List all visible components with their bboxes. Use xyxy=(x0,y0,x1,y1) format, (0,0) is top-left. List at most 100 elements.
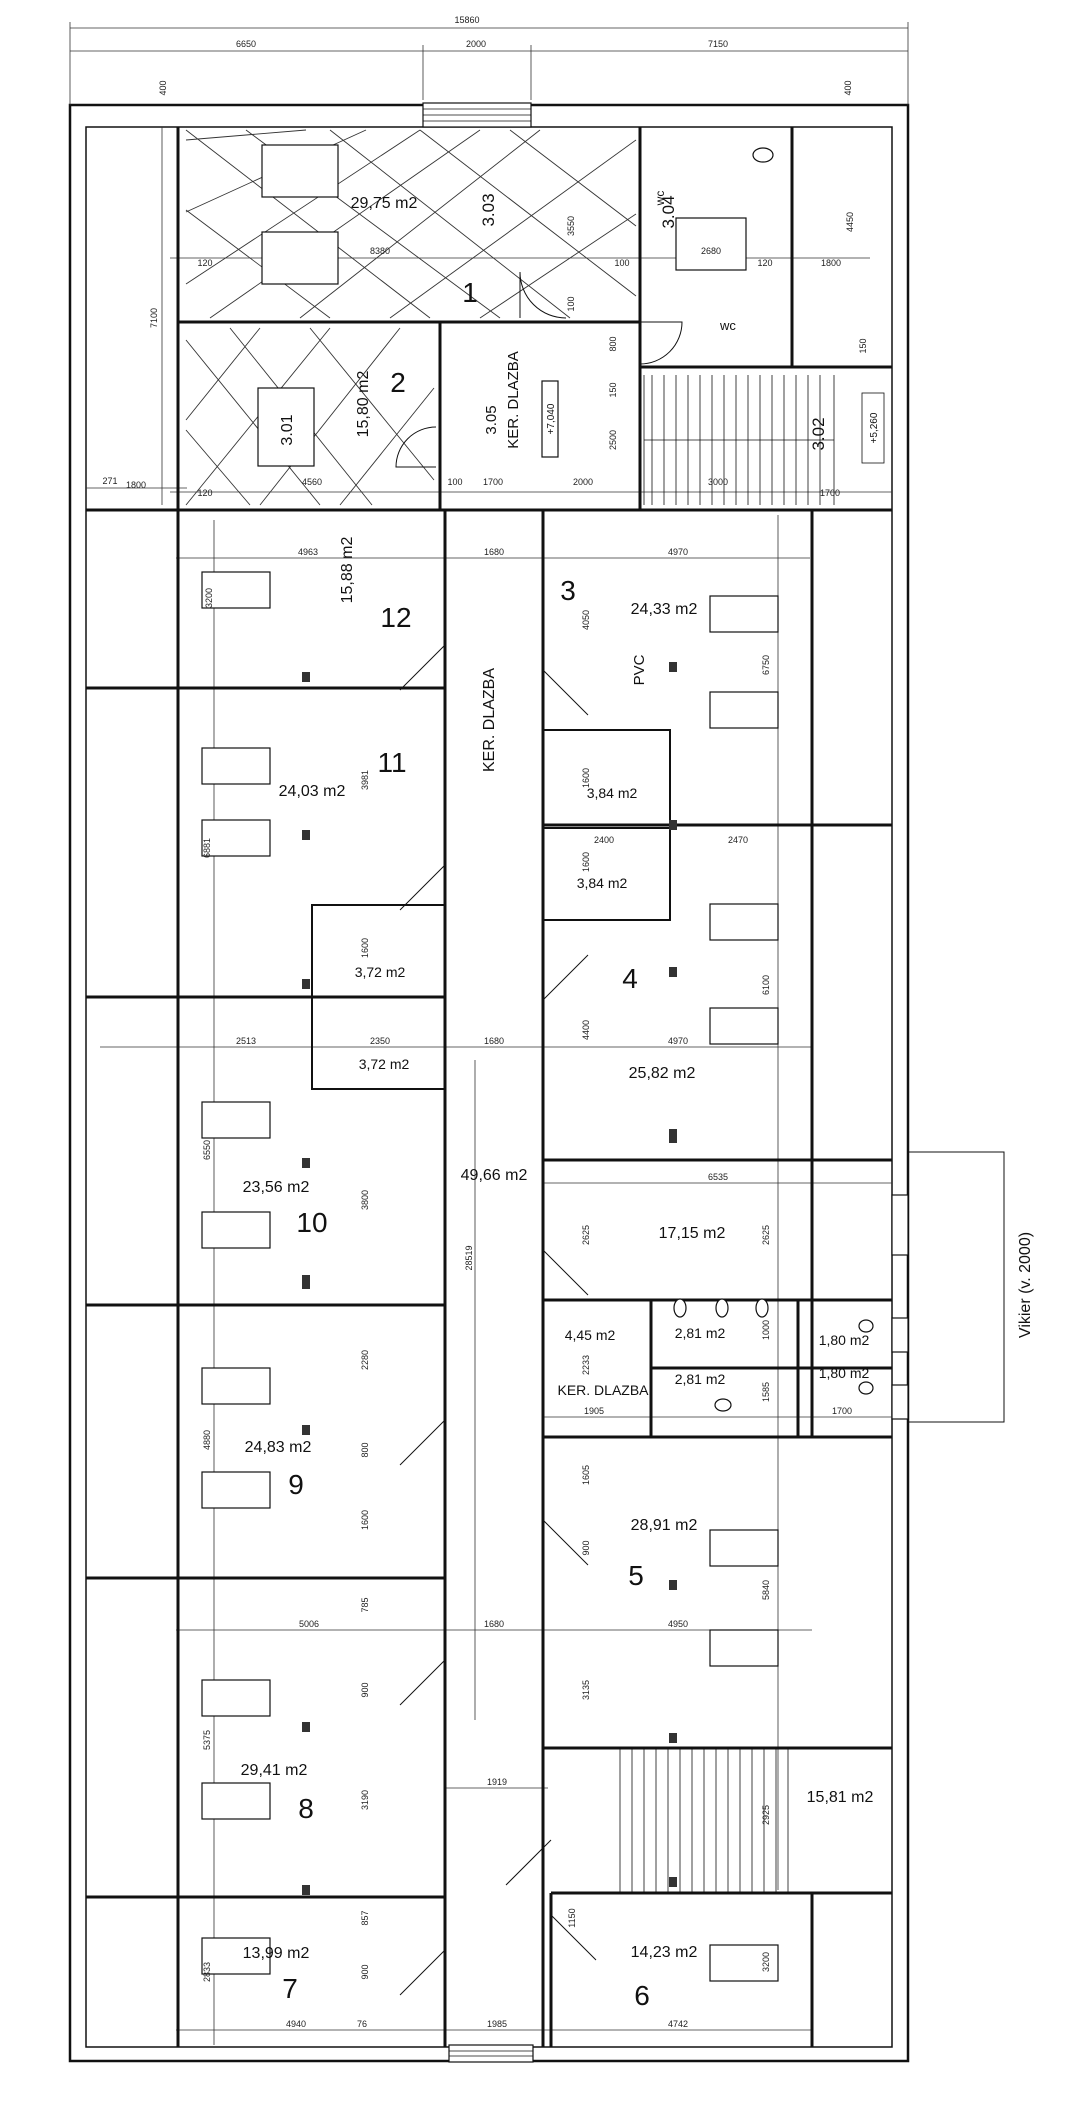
dim-upper-9: 4560 xyxy=(302,477,322,487)
dim-corridor-4: 1919 xyxy=(487,1777,507,1787)
room-4-area: 25,82 m2 xyxy=(629,1065,696,1082)
stair-room-code: 3.02 xyxy=(809,417,828,450)
dim-corridor-1: 1680 xyxy=(484,547,504,557)
dim-left-rooms-17: 900 xyxy=(360,1682,370,1697)
room-3-floor: PVC xyxy=(631,654,648,685)
room-10-area: 23,56 m2 xyxy=(243,1179,310,1196)
dim-left-rooms-12: 800 xyxy=(360,1442,370,1457)
room-1-number: 1 xyxy=(462,277,478,308)
room-2-number: 2 xyxy=(390,367,406,398)
dim-total: 15860 xyxy=(454,15,479,25)
dim-left-rooms-19: 2833 xyxy=(202,1962,212,1982)
dim-left-rooms-22: 4940 xyxy=(286,2019,306,2029)
tile-pattern xyxy=(185,129,637,506)
dim-left-2: 271 xyxy=(102,476,117,486)
room-4-number: 4 xyxy=(622,963,638,994)
dim-left-rooms-18: 3190 xyxy=(360,1790,370,1810)
dim-top-3: 7150 xyxy=(708,39,728,49)
room-3-number: 3 xyxy=(560,575,576,606)
dim-right-rooms-2: 4970 xyxy=(668,547,688,557)
dim-left-rooms-1: 4963 xyxy=(298,547,318,557)
room-1-area: 29,75 m2 xyxy=(351,195,418,212)
closet-11-area: 3,72 m2 xyxy=(355,964,406,980)
dimension-texts: 15860 6650 2000 7150 400 400 7100 271 18… xyxy=(102,15,868,2029)
dim-upper-7: 1800 xyxy=(821,258,841,268)
dim-right-rooms-3: 6750 xyxy=(761,655,771,675)
dim-right-rooms-14: 2233 xyxy=(581,1355,591,1375)
dim-wall-left: 400 xyxy=(158,80,168,95)
dim-right-rooms-12: 2625 xyxy=(581,1225,591,1245)
room-1-code: 3.03 xyxy=(479,193,498,226)
dim-upper-18: 150 xyxy=(608,382,618,397)
dim-upper-12: 1700 xyxy=(483,477,503,487)
dim-right-rooms-20: 900 xyxy=(581,1540,591,1555)
dim-left-rooms-21: 900 xyxy=(360,1964,370,1979)
dim-right-rooms-7: 1600 xyxy=(581,852,591,872)
dim-left-rooms-8: 6550 xyxy=(202,1140,212,1160)
dim-right-rooms-18: 1700 xyxy=(832,1406,852,1416)
wc-a-area: 2,81 m2 xyxy=(675,1325,726,1341)
dim-left-rooms-23: 76 xyxy=(357,2019,367,2029)
dim-upper-13: 2000 xyxy=(573,477,593,487)
annotation-bracket xyxy=(908,1151,1005,1423)
room-labels: 1 29,75 m2 3.03 2 15,80 m2 3.01 3.04 wc … xyxy=(241,191,880,2011)
room-2-area: 15,80 m2 xyxy=(355,371,372,438)
room-8-number: 8 xyxy=(298,1793,314,1824)
room-10-number: 10 xyxy=(296,1207,327,1238)
dim-left-1: 7100 xyxy=(149,308,159,328)
dim-right-rooms-26: 4742 xyxy=(668,2019,688,2029)
dim-right-rooms-23: 3135 xyxy=(581,1680,591,1700)
dim-left-3: 1800 xyxy=(126,480,146,490)
dim-upper-2: 3550 xyxy=(566,216,576,236)
dim-right-rooms-27: 3200 xyxy=(761,1952,771,1972)
dim-upper-15: 1700 xyxy=(820,488,840,498)
wc-lobby-area: 4,45 m2 xyxy=(565,1327,616,1343)
hall-area: 17,15 m2 xyxy=(659,1225,726,1242)
dim-top-1: 6650 xyxy=(236,39,256,49)
furniture xyxy=(201,217,779,1982)
dim-left-rooms-10: 2280 xyxy=(360,1350,370,1370)
annotation-text: Vikier (v. 2000) xyxy=(1017,1232,1034,1338)
closets xyxy=(311,729,671,1090)
dim-left-rooms-9: 3800 xyxy=(360,1190,370,1210)
dim-upper-19: 2500 xyxy=(608,430,618,450)
dim-upper-5: 2680 xyxy=(701,246,721,256)
dim-right-rooms-16: 1905 xyxy=(584,1406,604,1416)
dim-right-rooms-19: 1605 xyxy=(581,1465,591,1485)
dim-right-rooms-1: 4050 xyxy=(581,610,591,630)
dim-right-rooms-13: 2625 xyxy=(761,1225,771,1245)
dim-left-rooms-6: 2513 xyxy=(236,1036,256,1046)
room-11-area: 24,03 m2 xyxy=(279,783,346,800)
corridor-floor: KER. DLAZBA xyxy=(481,668,498,772)
dim-left-rooms-16: 5375 xyxy=(202,1730,212,1750)
dim-right-rooms-24: 2925 xyxy=(761,1805,771,1825)
stairs xyxy=(619,375,885,1893)
dim-right-rooms-4: 1600 xyxy=(581,768,591,788)
dim-corridor-3: 1680 xyxy=(484,1619,504,1629)
room-7-number: 7 xyxy=(282,1973,298,2004)
wc-label-a: wc xyxy=(653,191,667,207)
stairs-south-area: 15,81 m2 xyxy=(807,1789,874,1806)
dim-right-rooms-25: 1150 xyxy=(567,1908,577,1927)
dim-upper-11: 100 xyxy=(447,477,462,487)
dim-upper-20: 150 xyxy=(858,338,868,353)
dim-right-rooms-22: 5840 xyxy=(761,1580,771,1600)
dim-corridor-6: 28519 xyxy=(464,1245,474,1270)
dim-left-rooms-4: 3981 xyxy=(360,770,370,790)
wc-lobby-floor: KER. DLAZBA xyxy=(557,1382,649,1398)
dim-upper-10: 120 xyxy=(197,488,212,498)
lobby-floor: KER. DLAZBA xyxy=(505,351,522,449)
wc-d-area: 1,80 m2 xyxy=(819,1365,870,1381)
room-12-area: 15,88 m2 xyxy=(339,537,356,604)
dim-upper-8: 4450 xyxy=(845,212,855,232)
dim-right-rooms-21: 4950 xyxy=(668,1619,688,1629)
lobby-level: +7,040 xyxy=(546,403,557,434)
dim-right-rooms-9: 4970 xyxy=(668,1036,688,1046)
room-6-area: 14,23 m2 xyxy=(631,1944,698,1961)
room-9-number: 9 xyxy=(288,1469,304,1500)
dim-corridor-5: 1985 xyxy=(487,2019,507,2029)
dim-left-rooms-15: 785 xyxy=(360,1597,370,1612)
room-5-number: 5 xyxy=(628,1560,644,1591)
room-5-area: 28,91 m2 xyxy=(631,1517,698,1534)
